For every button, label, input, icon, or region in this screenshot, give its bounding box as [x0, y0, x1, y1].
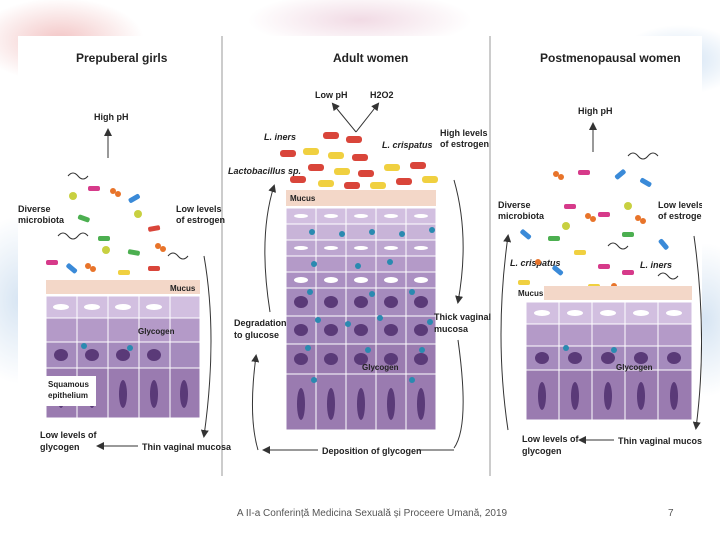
glycogen-label-left: Glycogen [138, 327, 175, 336]
lactobacillus-label: Lactobacillus sp. [228, 166, 301, 176]
low-estrogen-left-2: of estrogen [176, 215, 225, 225]
squamous-label-box [46, 376, 96, 406]
title-prepuberal: Prepuberal girls [76, 51, 168, 65]
arrow-low-ph [331, 102, 357, 133]
diverse-label-right-2: microbiota [498, 211, 545, 221]
l-crispatus-label-center: L. crispatus [382, 140, 433, 150]
thin-mucosa-right: Thin vaginal mucosa [618, 436, 702, 446]
mucus-layer-left [46, 280, 200, 294]
low-glycogen-right-1: Low levels of [522, 434, 580, 444]
bacteria-cluster-right [518, 152, 679, 292]
glycogen-label-right: Glycogen [616, 363, 653, 372]
diverse-label-left-2: microbiota [18, 215, 65, 225]
mucus-label-center: Mucus [290, 194, 316, 203]
low-glycogen-right-2: glycogen [522, 446, 562, 456]
arrow-h2o2 [355, 102, 380, 133]
degradation-label-1: Degradation [234, 318, 287, 328]
mucus-label-left: Mucus [170, 284, 196, 293]
thick-mucosa-1: Thick vaginal [434, 312, 491, 322]
epithelium-right [525, 301, 693, 421]
epithelium-left [45, 295, 201, 419]
low-estrogen-right-1: Low levels [658, 200, 702, 210]
squamous-label-2: epithelium [48, 391, 88, 400]
arrow-degradation [264, 184, 276, 313]
thick-mucosa-2: mucosa [434, 324, 469, 334]
arrow-curve-right-left [200, 255, 212, 438]
arrow-curve-bottom-left [251, 354, 260, 451]
mucus-layer-center [286, 190, 436, 206]
mucus-label-right: Mucus [518, 289, 544, 298]
h2o2-label: H2O2 [370, 90, 394, 100]
diverse-label-right-1: Diverse [498, 200, 531, 210]
mucus-layer-right [544, 286, 692, 300]
high-ph-label-right: High pH [578, 106, 613, 116]
low-estrogen-right-2: of estrogen [658, 211, 702, 221]
panel-prepuberal: Prepuberal girls High pH Diverse microbi… [18, 51, 232, 452]
diverse-label-left-1: Diverse [18, 204, 51, 214]
panel-postmenopausal: Postmenopausal women High pH Diverse mic… [498, 51, 702, 456]
low-glycogen-left-1: Low levels of [40, 430, 98, 440]
page-number: 7 [668, 508, 674, 519]
l-iners-label-center: L. iners [264, 132, 296, 142]
high-estrogen-2: of estrogen [440, 139, 489, 149]
arrow-thick-mucosa [453, 179, 464, 304]
arrow-curve-bottom-right [453, 339, 464, 449]
arrow-curve-left-right [500, 234, 512, 431]
glycogen-label-center: Glycogen [362, 363, 399, 372]
thin-mucosa-left: Thin vaginal mucosa [142, 442, 232, 452]
epithelium-center [285, 207, 437, 431]
title-adult: Adult women [333, 51, 408, 65]
bacteria-cluster-left [46, 172, 189, 275]
squamous-label-1: Squamous [48, 380, 89, 389]
high-estrogen-1: High levels [440, 128, 488, 138]
low-ph-label: Low pH [315, 90, 348, 100]
l-iners-label-right: L. iners [640, 260, 672, 270]
high-ph-label-left: High pH [94, 112, 129, 122]
diagram-panel: Prepuberal girls High pH Diverse microbi… [18, 36, 702, 482]
title-postmenopausal: Postmenopausal women [540, 51, 681, 65]
panel-adult: Adult women Low pH H2O2 L. iners L. cris… [228, 51, 491, 456]
low-estrogen-left-1: Low levels [176, 204, 222, 214]
degradation-label-2: to glucose [234, 330, 279, 340]
low-glycogen-left-2: glycogen [40, 442, 80, 452]
microbiota-diagram: Prepuberal girls High pH Diverse microbi… [18, 36, 702, 476]
lactobacilli-cluster [280, 132, 438, 189]
deposition-label: Deposition of glycogen [322, 446, 422, 456]
footer-text: A II-a Conferință Medicina Sexuală și Pr… [236, 508, 508, 519]
arrow-curve-right-right [692, 235, 702, 430]
